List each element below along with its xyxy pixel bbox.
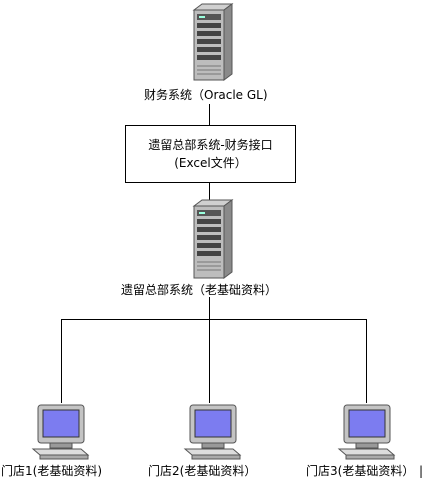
connector-to-store-1	[61, 319, 62, 403]
connector-to-store-3	[366, 319, 367, 403]
connector-interface-to-legacy	[209, 183, 210, 200]
computer-icon	[337, 404, 396, 460]
server-icon	[192, 199, 234, 279]
connector-finance-to-interface	[209, 104, 210, 125]
legacy-system-label: 遗留总部系统（老基础资料）	[121, 283, 278, 297]
edge-glyph: |	[419, 464, 424, 478]
store-1-label: 门店1(老基础资料)	[1, 464, 102, 478]
interface-box-line2: (Excel文件）	[174, 156, 247, 170]
connector-legacy-down	[209, 297, 210, 319]
computer-icon	[31, 404, 90, 460]
server-icon	[192, 3, 234, 81]
computer-icon	[183, 404, 242, 460]
finance-system-label: 财务系统（Oracle GL)	[144, 88, 268, 102]
store-3-label: 门店3(老基础资料）	[306, 464, 415, 478]
store-2-label: 门店2(老基础资料）	[148, 464, 257, 478]
connector-to-store-2	[209, 319, 210, 403]
interface-box-line1: 遗留总部系统-财务接口	[148, 138, 273, 152]
interface-box: 遗留总部系统-财务接口 (Excel文件）	[125, 125, 296, 183]
connector-store-bus	[61, 319, 367, 320]
